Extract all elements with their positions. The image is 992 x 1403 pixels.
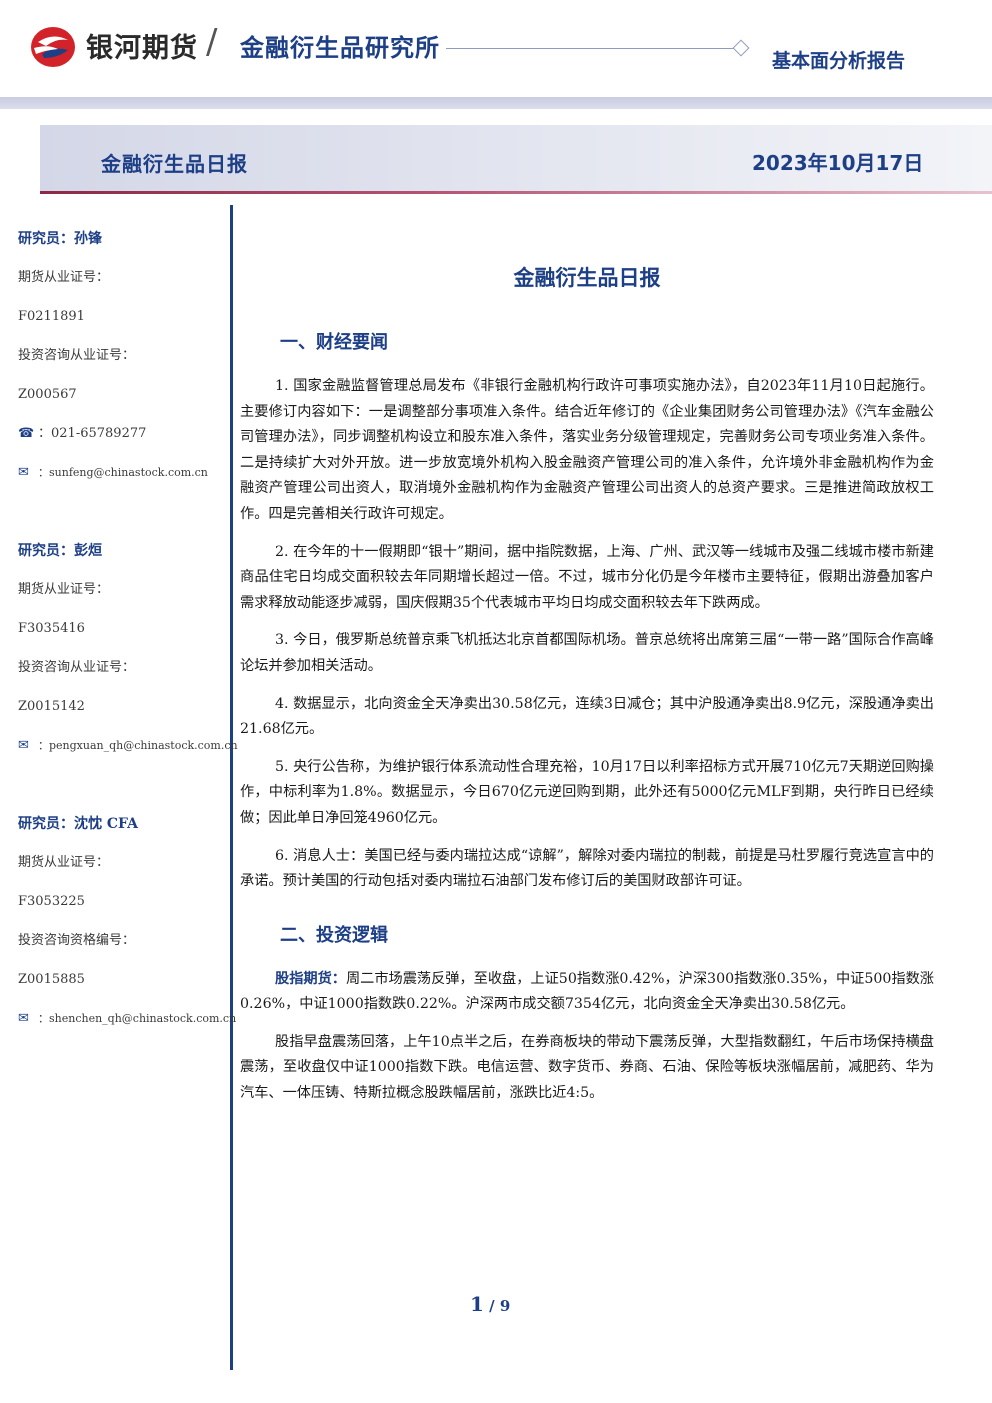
email-address[interactable]: pengxuan_qh@chinastock.com.cn: [49, 739, 238, 752]
diamond-icon: [732, 39, 750, 57]
futures-cert-label: 期货从业证号：: [18, 582, 110, 597]
analyst-email: ✉：sunfeng@chinastock.com.cn: [18, 460, 224, 499]
advisory-cert-label: 投资咨询从业证号：: [18, 348, 136, 363]
analyst-email: ✉：shenchen_qh@chinastock.com.cn: [18, 1006, 236, 1045]
analyst-phone: ☎：021-65789277: [18, 421, 224, 460]
logic-paragraph: 股指早盘震荡回落，上午10点半之后，在券商板块的带动下震荡反弹，大型指数翻红，午…: [240, 1033, 934, 1102]
company-name: 银河期货: [86, 33, 198, 64]
futures-cert-id: F3035416: [18, 621, 85, 636]
section-heading-logic: 二、投资逻辑: [280, 924, 388, 946]
phone-icon: ☎: [18, 426, 35, 441]
analyst-name: 研究员：彭烜: [18, 543, 102, 559]
advisory-cert-label: 投资咨询从业证号：: [18, 660, 136, 675]
email-icon: ✉: [18, 738, 29, 753]
email-icon: ✉: [18, 465, 29, 480]
news-item: 5. 央行公告称，为维护银行体系流动性合理充裕，10月17日以利率招标方式开展7…: [240, 758, 934, 826]
analyst-name: 研究员：沈忱 CFA: [18, 816, 138, 832]
institute-name: 金融衍生品研究所: [240, 34, 440, 62]
futures-cert-label: 期货从业证号：: [18, 270, 110, 285]
sidebar-gap: [18, 772, 224, 811]
report-date: 2023年10月17日: [752, 151, 924, 175]
email-icon: ✉: [18, 1011, 29, 1026]
section-heading-news: 一、财经要闻: [280, 332, 388, 353]
galaxy-logo-icon: [31, 27, 75, 67]
analyst-email: ✉：pengxuan_qh@chinastock.com.cn: [18, 733, 238, 772]
header-slash: /: [206, 22, 218, 62]
advisory-cert-id: Z000567: [18, 387, 77, 402]
main-content: 金融衍生品日报 一、财经要闻 1. 国家金融监督管理总局发布《非银行金融机构行政…: [240, 262, 934, 1107]
phone-number: 021-65789277: [51, 426, 147, 441]
sidebar-divider: [230, 205, 233, 1370]
logic-lead-text: 周二市场震荡反弹，至收盘，上证50指数涨0.42%，沪深300指数涨0.35%，…: [240, 970, 934, 1013]
page-separator: /: [483, 1297, 500, 1315]
header-rule: [446, 48, 736, 49]
email-address[interactable]: sunfeng@chinastock.com.cn: [49, 466, 208, 479]
logic-paragraph: 股指期货：周二市场震荡反弹，至收盘，上证50指数涨0.42%，沪深300指数涨0…: [240, 967, 934, 1018]
page-current: 1: [470, 1292, 484, 1316]
header-band: [0, 97, 992, 109]
advisory-cert-id: Z0015885: [18, 972, 85, 987]
title-band-accent: [40, 191, 992, 194]
futures-cert-id: F0211891: [18, 309, 85, 324]
report-type: 基本面分析报告: [772, 50, 906, 72]
analyst-sidebar: 研究员：孙锋 期货从业证号： F0211891 投资咨询从业证号： Z00056…: [18, 226, 238, 1045]
news-item: 2. 在今年的十一假期即“银十”期间，据中指院数据，上海、广州、武汉等一线城市及…: [240, 543, 934, 611]
news-item: 1. 国家金融监督管理总局发布《非银行金融机构行政许可事项实施办法》，自2023…: [240, 378, 934, 522]
sidebar-gap: [18, 499, 224, 538]
advisory-cert-label: 投资咨询资格编号：: [18, 933, 136, 948]
news-item: 3. 今日，俄罗斯总统普京乘飞机抵达北京首都国际机场。普京总统将出席第三届“一带…: [240, 632, 934, 674]
futures-cert-label: 期货从业证号：: [18, 855, 110, 870]
email-address[interactable]: shenchen_qh@chinastock.com.cn: [49, 1012, 237, 1025]
band-title: 金融衍生品日报: [101, 152, 248, 176]
page-number: 1 / 9: [470, 1292, 510, 1316]
logic-lead-label: 股指期货：: [275, 970, 346, 987]
title-band: [40, 125, 992, 191]
page-header: 银河期货 / 金融衍生品研究所 基本面分析报告: [0, 0, 992, 112]
analyst-name: 研究员：孙锋: [18, 231, 102, 247]
futures-cert-id: F3053225: [18, 894, 85, 909]
news-item: 6. 消息人士：美国已经与委内瑞拉达成“谅解”，解除对委内瑞拉的制裁，前提是马杜…: [240, 847, 934, 890]
page-total: 9: [499, 1297, 511, 1315]
document-title: 金融衍生品日报: [513, 266, 661, 290]
advisory-cert-id: Z0015142: [18, 699, 85, 714]
news-item: 4. 数据显示，北向资金全天净卖出30.58亿元，连续3日减仓；其中沪股通净卖出…: [240, 695, 934, 738]
